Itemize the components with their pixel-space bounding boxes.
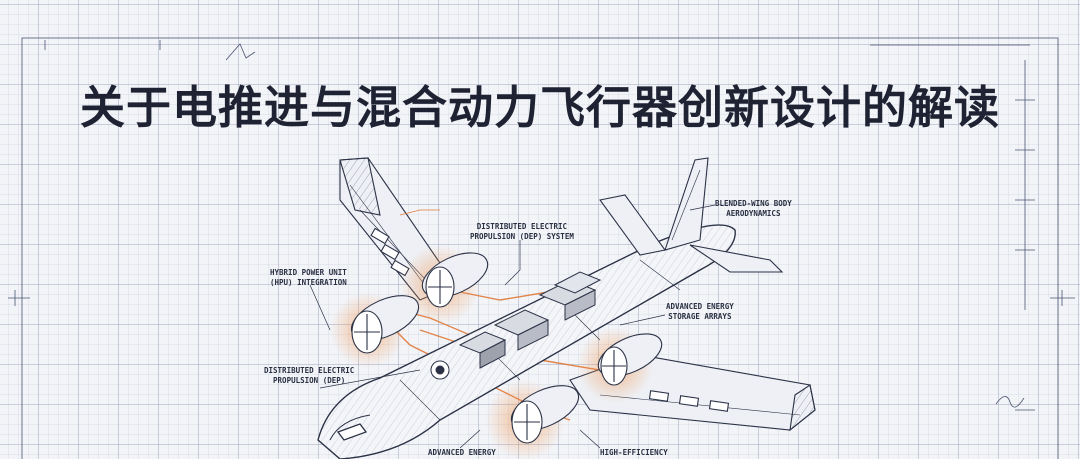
label-energy-storage-line1: ADVANCED ENERGY — [666, 302, 734, 311]
label-energy-storage-line2: STORAGE ARRAYS — [668, 312, 732, 321]
label-dep-system: DISTRIBUTED ELECTRIC PROPULSION (DEP) SY… — [470, 222, 574, 242]
tail-assembly — [599, 157, 784, 273]
blueprint-frame — [8, 37, 1075, 459]
page-title: 关于电推进与混合动力飞行器创新设计的解读 — [79, 81, 1000, 134]
label-dep: DISTRIBUTED ELECTRIC PROPULSION (DEP) — [264, 366, 354, 386]
label-dep-line1: DISTRIBUTED ELECTRIC — [264, 366, 355, 375]
label-blended-wing: BLENDED-WING BODY AERODYNAMICS — [715, 199, 792, 219]
label-energy-storage-arrays: ADVANCED ENERGY STORAGE ARRAYS — [666, 302, 734, 322]
label-dep-system-line2: PROPULSION (DEP) SYSTEM — [470, 232, 574, 241]
energy-storage-modules — [430, 271, 602, 380]
label-dep-system-line1: DISTRIBUTED ELECTRIC — [476, 222, 568, 231]
label-hybrid-power-line2: (HPU) INTEGRATION — [270, 278, 347, 287]
label-blended-wing-line2: AERODYNAMICS — [726, 209, 781, 218]
leader-lines — [309, 204, 716, 449]
engine-left-lower — [330, 292, 420, 368]
label-advanced-energy-bottom: ADVANCED ENERGY — [428, 448, 496, 458]
label-dep-line2: PROPULSION (DEP) — [273, 376, 346, 385]
label-blended-wing-line1: BLENDED-WING BODY — [715, 199, 792, 208]
label-high-efficiency: HIGH-EFFICIENCY — [600, 448, 668, 458]
scribble-mark — [225, 43, 1025, 408]
label-hybrid-power: HYBRID POWER UNIT (HPU) INTEGRATION — [270, 268, 347, 288]
label-hybrid-power-line1: HYBRID POWER UNIT — [270, 268, 347, 277]
engine-right-lower — [485, 380, 580, 459]
label-high-efficiency-line1: HIGH-EFFICIENCY — [600, 448, 668, 457]
label-advanced-energy-bottom-line1: ADVANCED ENERGY — [428, 448, 496, 457]
engine-right-upper — [577, 327, 663, 403]
engine-left-upper — [400, 245, 489, 325]
